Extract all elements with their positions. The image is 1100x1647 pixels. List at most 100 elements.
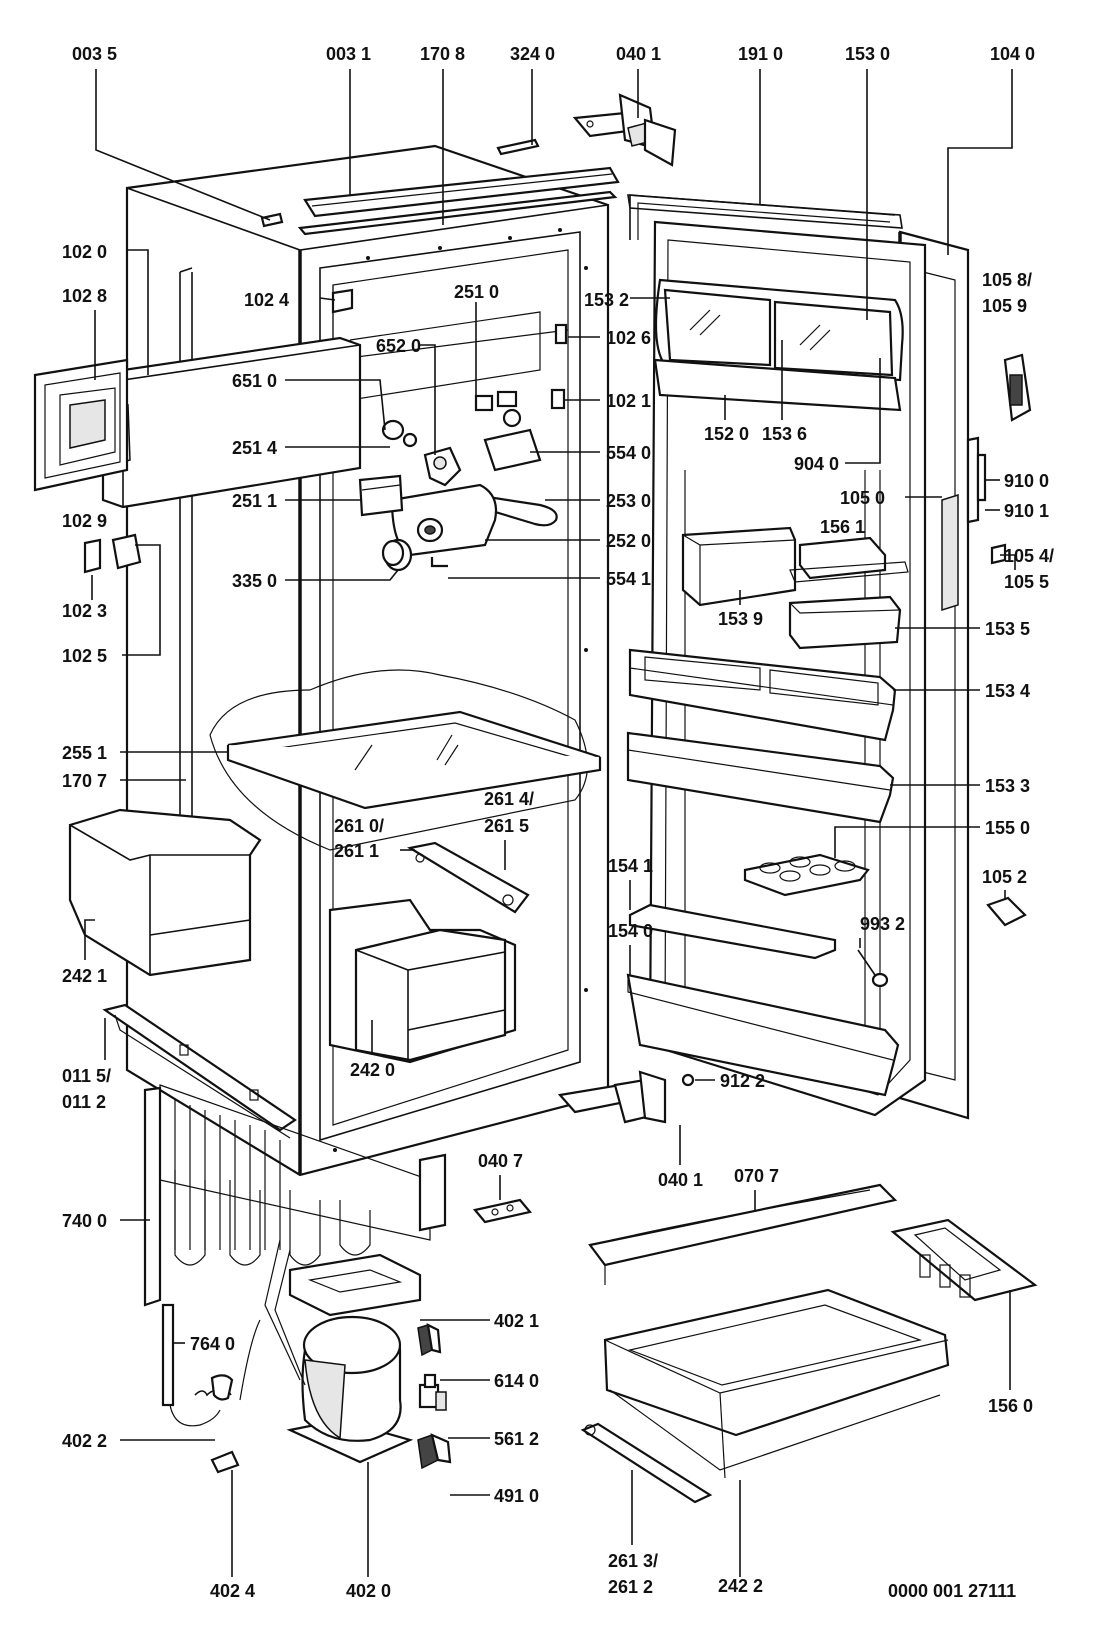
label-105-5: 105 5 <box>1004 572 1049 592</box>
label-102-6: 102 6 <box>606 328 651 348</box>
label-561-2: 561 2 <box>494 1429 539 1449</box>
label-105-9: 105 9 <box>982 296 1027 316</box>
compressor <box>264 1239 414 1464</box>
overload-protector <box>418 1373 447 1411</box>
label-154-0: 154 0 <box>608 921 653 941</box>
label-155-0: 155 0 <box>985 818 1030 838</box>
shelf-support-rail <box>407 841 530 914</box>
label-040-1-bottom: 040 1 <box>658 1170 703 1190</box>
label-993-2: 993 2 <box>860 914 905 934</box>
label-156-1: 156 1 <box>820 517 865 537</box>
label-242-1: 242 1 <box>62 966 107 986</box>
label-003-1: 003 1 <box>326 44 371 64</box>
label-740-0: 740 0 <box>62 1211 107 1231</box>
label-154-1: 154 1 <box>608 856 653 876</box>
label-105-4: 105 4/ <box>1004 546 1054 566</box>
label-011-2: 011 2 <box>62 1092 106 1112</box>
label-614-0: 614 0 <box>494 1371 539 1391</box>
door-shelf-154-0 <box>626 973 900 1097</box>
label-242-0: 242 0 <box>350 1060 395 1080</box>
cover-491-0 <box>417 1433 452 1470</box>
label-104-0: 104 0 <box>990 44 1035 64</box>
bottle-retainer-154-1 <box>628 903 837 960</box>
door-seal-frame <box>33 358 129 492</box>
top-hinge <box>572 93 677 167</box>
label-105-2: 105 2 <box>982 867 1027 887</box>
label-153-0: 153 0 <box>845 44 890 64</box>
label-335-0: 335 0 <box>232 571 277 591</box>
glass-shelf <box>209 669 602 851</box>
label-102-0: 102 0 <box>62 242 107 262</box>
label-153-4: 153 4 <box>985 681 1030 701</box>
door-bin-153-5 <box>788 595 902 650</box>
label-255-1: 255 1 <box>62 743 107 763</box>
bin-242-0 <box>328 898 517 1064</box>
egg-tray-155-0 <box>743 853 870 897</box>
leader-lines <box>84 69 1016 1577</box>
label-261-5: 261 5 <box>484 816 529 836</box>
bottom-grille-strip <box>102 1003 297 1139</box>
lamp-cover <box>358 474 498 557</box>
part-labels: 003 5 003 1 170 8 324 0 040 1 191 0 153 … <box>62 44 1054 1601</box>
screw <box>681 1073 695 1087</box>
label-105-8: 105 8/ <box>982 270 1032 290</box>
label-153-9: 153 9 <box>718 609 763 629</box>
label-652-0: 652 0 <box>376 336 421 356</box>
label-153-3: 153 3 <box>985 776 1030 796</box>
bracket-102-3 <box>83 538 102 574</box>
label-170-8: 170 8 <box>420 44 465 64</box>
door-shelf-153-4 <box>628 648 897 742</box>
bottom-hinge <box>557 1070 667 1124</box>
label-554-1: 554 1 <box>606 569 651 589</box>
label-040-1-top: 040 1 <box>616 44 661 64</box>
label-261-3: 261 3/ <box>608 1551 658 1571</box>
lamp-parts <box>381 419 462 487</box>
label-912-2: 912 2 <box>720 1071 765 1091</box>
drawer-cover-070-7 <box>588 1183 898 1285</box>
label-102-3: 102 3 <box>62 601 107 621</box>
bin-242-1 <box>68 808 262 977</box>
condenser <box>143 1084 447 1307</box>
label-242-2: 242 2 <box>718 1576 763 1596</box>
label-764-0: 764 0 <box>190 1334 235 1354</box>
bracket-102-5 <box>111 533 142 570</box>
label-251-4: 251 4 <box>232 438 277 458</box>
label-156-0: 156 0 <box>988 1396 1033 1416</box>
label-153-5: 153 5 <box>985 619 1030 639</box>
relay <box>417 1323 442 1357</box>
label-402-1: 402 1 <box>494 1311 539 1331</box>
label-261-0: 261 0/ <box>334 816 384 836</box>
label-153-6: 153 6 <box>762 424 807 444</box>
label-102-8: 102 8 <box>62 286 107 306</box>
label-105-0: 105 0 <box>840 488 885 508</box>
thermometer-993-2 <box>857 949 889 988</box>
label-153-2: 153 2 <box>584 290 629 310</box>
drawing-id: 0000 001 27111 <box>888 1581 1016 1601</box>
label-040-7: 040 7 <box>478 1151 523 1171</box>
compressor-cradle <box>288 1253 422 1317</box>
label-910-0: 910 0 <box>1004 471 1049 491</box>
label-152-0: 152 0 <box>704 424 749 444</box>
label-102-9: 102 9 <box>62 511 107 531</box>
label-651-0: 651 0 <box>232 371 277 391</box>
label-070-7: 070 7 <box>734 1166 779 1186</box>
door-bin-153-9 <box>681 526 797 607</box>
label-324-0: 324 0 <box>510 44 555 64</box>
ice-tray-156-0 <box>890 1218 1038 1302</box>
label-904-0: 904 0 <box>794 454 839 474</box>
label-910-1: 910 1 <box>1004 501 1049 521</box>
label-261-4: 261 4/ <box>484 789 534 809</box>
hinge-cover-040-7 <box>472 1198 533 1224</box>
label-402-0: 402 0 <box>346 1581 391 1601</box>
label-251-1: 251 1 <box>232 491 277 511</box>
filter-drier <box>161 1303 261 1427</box>
label-251-0: 251 0 <box>454 282 499 302</box>
label-491-0: 491 0 <box>494 1486 539 1506</box>
label-102-1: 102 1 <box>606 391 651 411</box>
label-252-0: 252 0 <box>606 531 651 551</box>
grommet <box>210 1374 234 1401</box>
label-003-5: 003 5 <box>72 44 117 64</box>
door-hinge-parts <box>941 353 1032 927</box>
label-554-0: 554 0 <box>606 443 651 463</box>
butter-dish-156-1 <box>789 536 909 583</box>
